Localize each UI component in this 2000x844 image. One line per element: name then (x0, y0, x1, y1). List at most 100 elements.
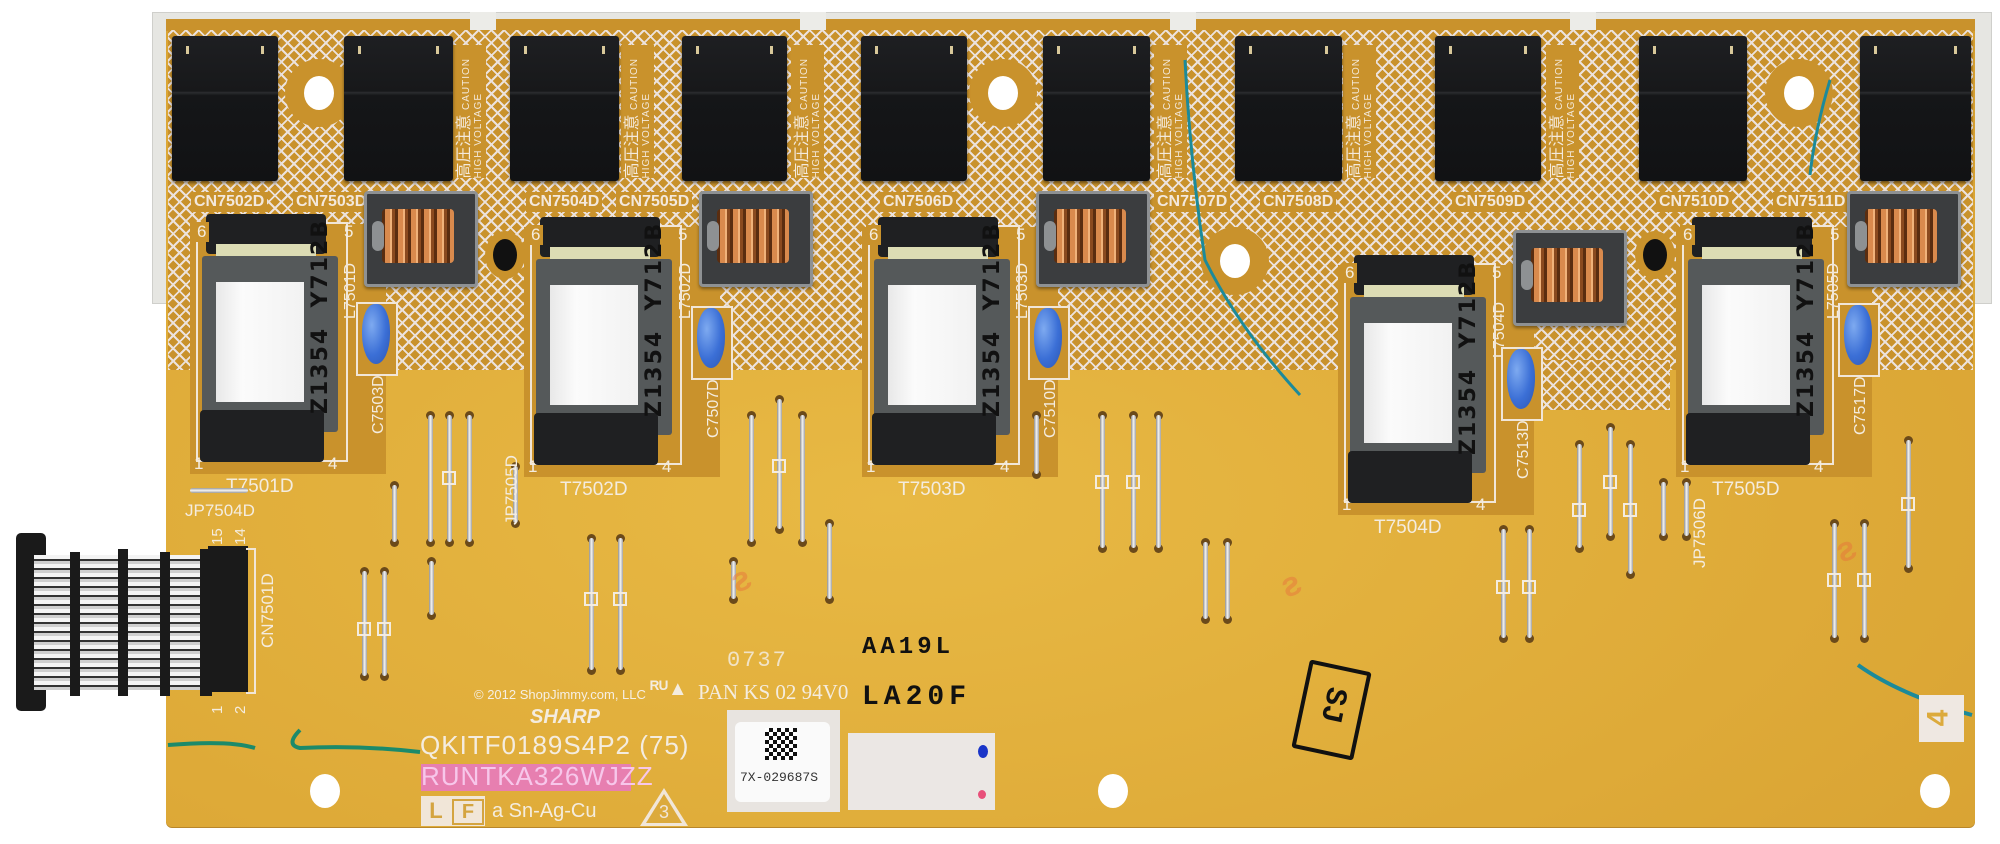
transformer-marking: Z1354 Y712B (1794, 221, 1819, 417)
caution-line1: CAUTION (1350, 57, 1362, 110)
caution-line2: HIGH VOLTAGE (1565, 92, 1577, 178)
red-dot (978, 790, 986, 799)
pin-label: 1 (1680, 457, 1690, 476)
transformer-core (550, 285, 638, 405)
inductor-bobbin (707, 221, 719, 251)
test-point-marker (1572, 503, 1587, 518)
connector-label: CN7507D (1154, 192, 1231, 212)
transformer-label: T7505D (1712, 479, 1780, 500)
wire-jumper (467, 414, 473, 543)
test-point-marker (1827, 573, 1842, 588)
lamp-connector (1860, 36, 1971, 181)
transformer-marking: Z1354 Y712B (980, 221, 1005, 417)
solder-pad (1904, 563, 1914, 573)
pin-label: 6 (194, 222, 210, 242)
connector-label: CN7508D (1260, 192, 1337, 212)
solder-pad (465, 538, 475, 548)
connector-label: CN7509D (1452, 192, 1529, 212)
ribbon-clamp (160, 552, 170, 696)
transformer-bottom-clip (534, 413, 658, 465)
solder-pad (798, 538, 808, 548)
solder-pad (729, 595, 739, 605)
caution-line-a: 高圧注意 CAUTION (792, 45, 811, 178)
part-code: QKITF0189S4P2 (75) (420, 730, 690, 760)
mounting-hole (1784, 76, 1814, 110)
caution-line-a: 高圧注意 CAUTION (1155, 45, 1174, 178)
lamp-connector (861, 36, 967, 181)
wire-jumper (588, 538, 594, 670)
solder-pad (747, 538, 757, 548)
caution-line-a: 高圧注意 CAUTION (1547, 45, 1566, 178)
part-number-highlight (421, 764, 631, 791)
solder-pad (511, 518, 521, 528)
wire-jumper (1832, 522, 1838, 638)
ul-rating: PAN KS 02 94V0 (698, 680, 849, 704)
caution-line2: HIGH VOLTAGE (1362, 92, 1374, 178)
inductor-coil (1865, 209, 1937, 263)
ribbon-cable (34, 555, 224, 690)
connector-label: CN7511D (1773, 192, 1849, 212)
test-point-marker (356, 621, 371, 636)
caution-jp: 高圧注意 (453, 113, 473, 178)
solder-pad (427, 610, 437, 620)
transformer-core (1702, 285, 1790, 405)
caution-line2: HIGH VOLTAGE (640, 92, 652, 178)
lf-f: F (452, 799, 484, 825)
wire-jumper (827, 522, 833, 600)
ribbon-header (208, 546, 248, 692)
stamp-la20f: LA20F (862, 682, 972, 713)
mounting-hole (1098, 774, 1128, 808)
test-point-marker (376, 621, 391, 636)
lamp-connector (172, 36, 278, 181)
test-point-marker (612, 592, 627, 607)
transformer-bottom-clip (1348, 451, 1472, 503)
ribbon-clamp (118, 549, 128, 696)
solder-pad (444, 538, 454, 548)
solder-pad (825, 595, 835, 605)
inductor-bobbin (1855, 221, 1867, 251)
corner-box (1919, 695, 1964, 742)
solder-pad (359, 672, 369, 681)
caution-line-a: 高圧注意 CAUTION (453, 45, 473, 178)
caution-line-a: 高圧注意 CAUTION (1343, 45, 1363, 178)
wire-jumper (429, 561, 435, 615)
wire-jumper (1628, 443, 1634, 574)
solder-pad (390, 538, 400, 548)
caution-jp: 高圧注意 (1343, 113, 1363, 178)
pin-label: 1 (866, 457, 876, 476)
solder-pad (1626, 569, 1636, 579)
ribbon-clamp (70, 552, 80, 696)
datamatrix-code (765, 728, 797, 760)
copyright-text: © 2012 ShopJimmy.com, LLC (474, 687, 646, 702)
pin-label: 5 (678, 225, 688, 244)
mounting-hole (988, 76, 1018, 110)
wire-jumper (1100, 414, 1106, 549)
capacitor-label: C7510D (1042, 379, 1059, 438)
inductor-coil (717, 209, 789, 263)
pin-label: 6 (866, 225, 882, 245)
pin-label: 1 (209, 705, 226, 714)
board-notch (1170, 12, 1196, 32)
solder-pad (1031, 470, 1041, 480)
connector-label: CN7505D (616, 192, 693, 212)
board-top-edge (166, 19, 1975, 31)
solder-pad (1098, 544, 1108, 554)
lamp-connector (344, 36, 453, 181)
warning-triangle-inner (646, 794, 682, 823)
solder-pad (1575, 544, 1585, 554)
caution-line2: HIGH VOLTAGE (472, 92, 484, 178)
wire-jumper (1033, 414, 1039, 475)
triangle-number: 3 (658, 802, 669, 822)
caution-line1: CAUTION (1161, 57, 1173, 110)
transformer-core (1364, 323, 1452, 443)
pin-label: 1 (194, 454, 204, 473)
caution-line1: CAUTION (460, 57, 472, 110)
test-point-marker (441, 471, 456, 486)
blue-capacitor (697, 308, 725, 368)
